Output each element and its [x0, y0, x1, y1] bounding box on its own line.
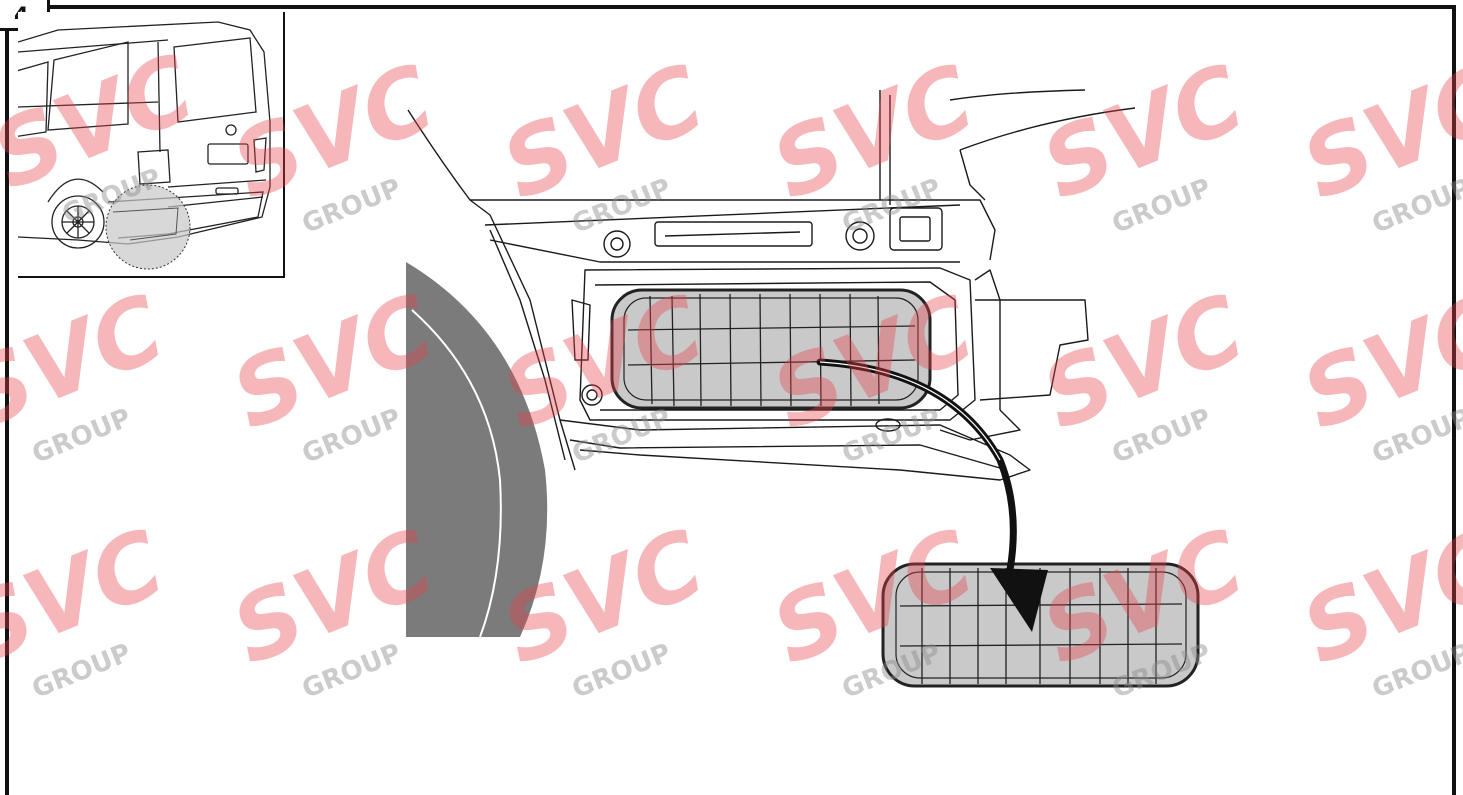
- grille-installed: [610, 288, 932, 410]
